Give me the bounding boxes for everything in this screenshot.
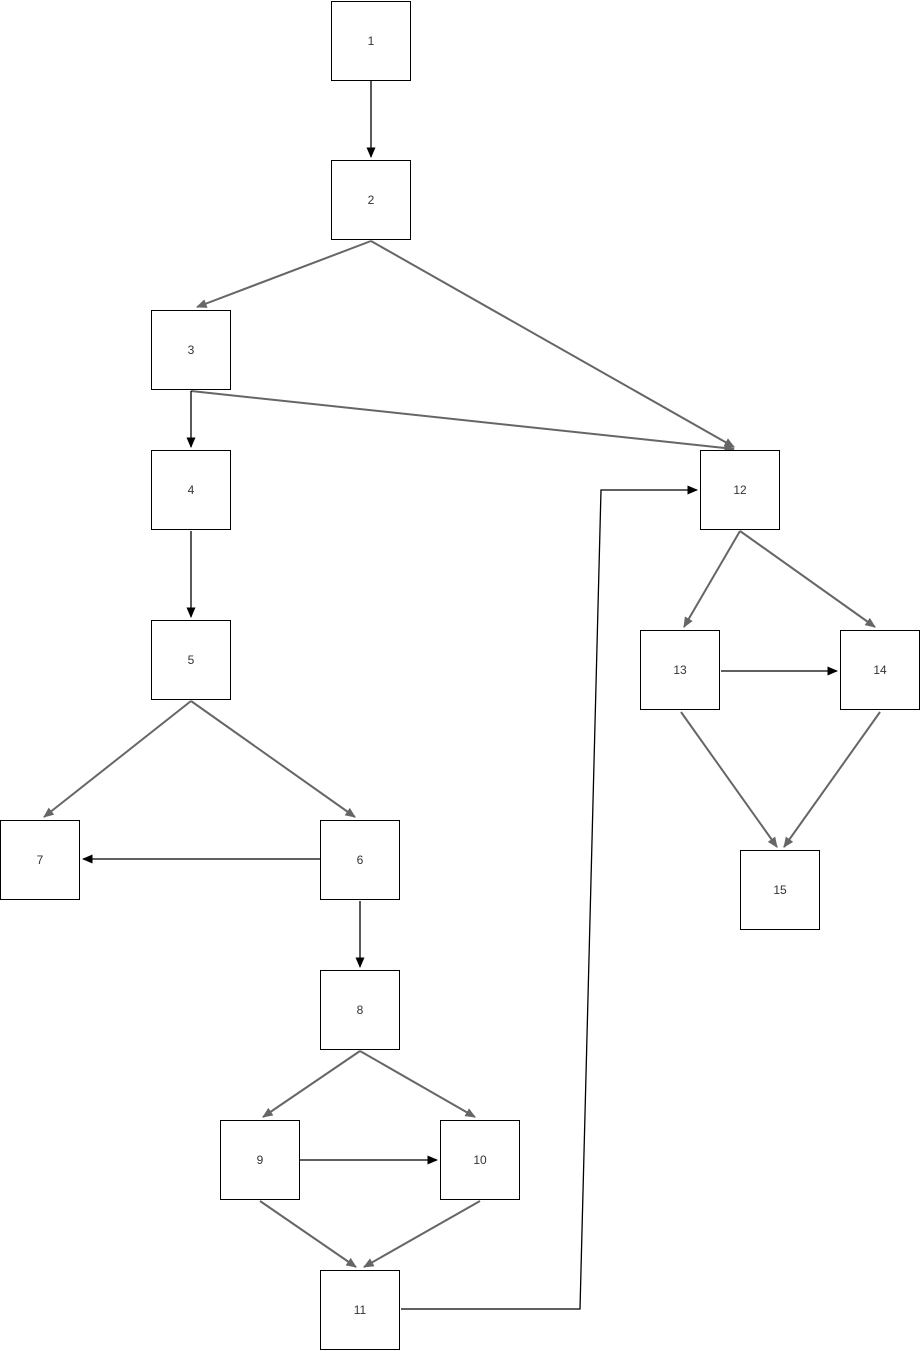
node-2-label: 2 [367, 193, 375, 207]
node-5[interactable]: 5 [151, 620, 231, 700]
node-11-label: 11 [353, 1303, 367, 1317]
edge-12-13 [683, 530, 741, 628]
edge-10-11 [363, 1200, 481, 1268]
node-6-label: 6 [356, 853, 364, 867]
edge-2-3 [196, 240, 372, 308]
edge-14-15 [783, 711, 881, 848]
node-8[interactable]: 8 [320, 970, 400, 1050]
edge-13-15 [680, 711, 778, 848]
node-8-label: 8 [356, 1003, 364, 1017]
node-1-label: 1 [367, 34, 375, 48]
edge-5-7 [43, 700, 192, 818]
edge-2-12 [370, 240, 735, 448]
node-7-label: 7 [36, 853, 44, 867]
node-4[interactable]: 4 [151, 450, 231, 530]
node-11[interactable]: 11 [320, 1270, 400, 1350]
node-2[interactable]: 2 [331, 160, 411, 240]
node-9-label: 9 [256, 1153, 264, 1167]
node-14-label: 14 [873, 663, 887, 677]
node-4-label: 4 [187, 483, 195, 497]
edge-8-9 [262, 1050, 361, 1118]
node-13[interactable]: 13 [640, 630, 720, 710]
node-1[interactable]: 1 [331, 1, 411, 81]
node-5-label: 5 [187, 653, 195, 667]
node-14[interactable]: 14 [840, 630, 920, 710]
node-13-label: 13 [673, 663, 687, 677]
node-15[interactable]: 15 [740, 850, 820, 930]
node-3[interactable]: 3 [151, 310, 231, 390]
node-9[interactable]: 9 [220, 1120, 300, 1200]
node-10-label: 10 [473, 1153, 487, 1167]
node-6[interactable]: 6 [320, 820, 400, 900]
node-7[interactable]: 7 [0, 820, 80, 900]
node-10[interactable]: 10 [440, 1120, 520, 1200]
node-12[interactable]: 12 [700, 450, 780, 530]
edge-12-14 [739, 530, 876, 628]
node-15-label: 15 [773, 883, 787, 897]
edge-5-6 [190, 700, 356, 818]
edge-9-11 [259, 1200, 357, 1268]
node-3-label: 3 [187, 343, 195, 357]
edge-8-10 [359, 1050, 476, 1118]
edge-3-12 [190, 390, 735, 453]
node-12-label: 12 [733, 483, 747, 497]
